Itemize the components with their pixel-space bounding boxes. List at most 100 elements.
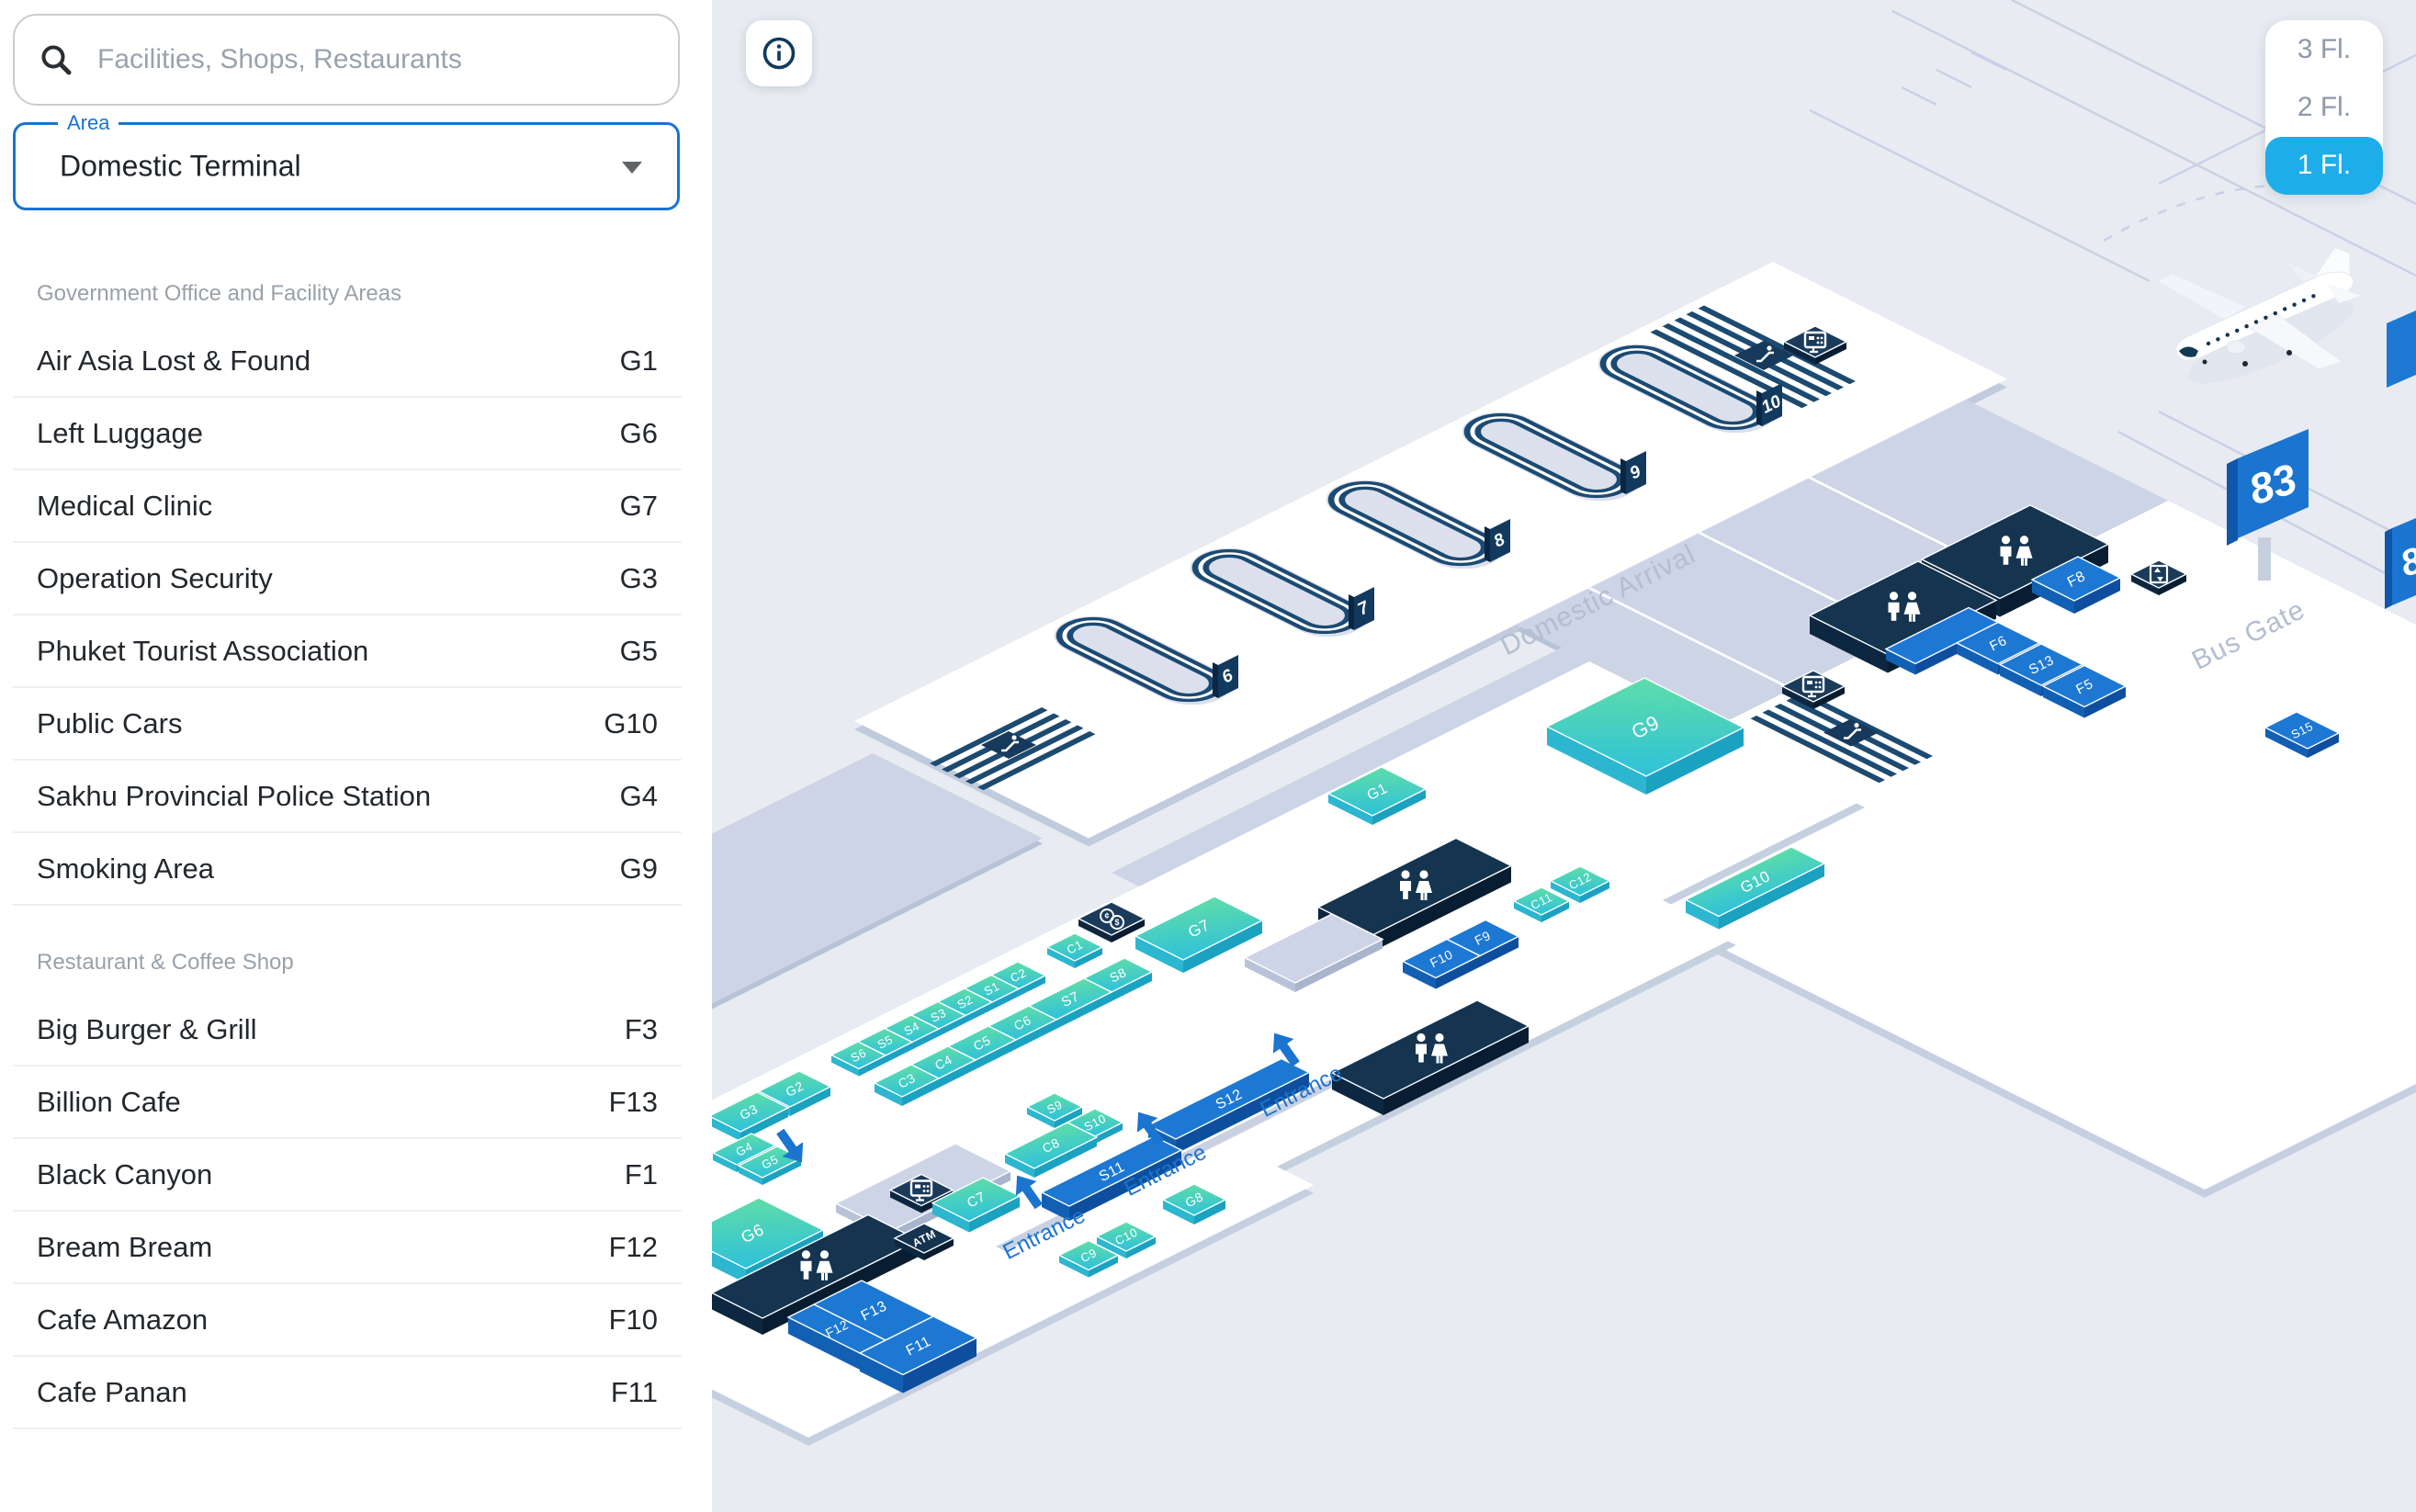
item-name: Air Asia Lost & Found (37, 344, 311, 377)
map-block-C12[interactable] (1543, 865, 1617, 903)
map-block-F8[interactable] (2019, 556, 2133, 614)
map-label-S7: S7 (1059, 988, 1082, 1010)
map-block-C3[interactable] (865, 1064, 948, 1106)
map-block-F5[interactable] (2032, 664, 2137, 718)
list-item-G1[interactable]: Air Asia Lost & Found G1 (13, 325, 682, 398)
map-label-S8: S8 (1107, 965, 1128, 985)
map-label-C6: C6 (1011, 1012, 1033, 1033)
info-icon (762, 37, 796, 70)
item-code: G6 (619, 417, 658, 449)
map-block-C8[interactable] (996, 1122, 1106, 1178)
restroom-icon (1400, 870, 1432, 900)
floor-selector[interactable]: 3 Fl. 2 Fl. 1 Fl. (2265, 20, 2383, 195)
map-block-S9[interactable] (1020, 1092, 1089, 1128)
item-code: G7 (619, 490, 658, 522)
map-block-C10[interactable] (1089, 1221, 1163, 1258)
carousel-flag-8: 8 (1485, 519, 1510, 562)
map-block-G8[interactable] (1154, 1183, 1235, 1224)
item-name: Black Canyon (37, 1158, 213, 1190)
map-block-C11[interactable] (1507, 886, 1576, 922)
map-label-F5: F5 (2073, 676, 2095, 697)
map-block-C7[interactable] (921, 1177, 1031, 1233)
item-code: G1 (619, 344, 658, 377)
baggage-carousel-7[interactable] (1174, 540, 1383, 645)
search-input[interactable] (96, 43, 614, 76)
chevron-down-icon (622, 162, 642, 174)
map-block-F10[interactable] (1392, 938, 1491, 989)
map-label-G3: G3 (738, 1101, 761, 1123)
item-name: Operation Security (37, 562, 273, 594)
item-code: G10 (604, 707, 658, 739)
section-title: Government Office and Facility Areas (37, 281, 402, 306)
map-block-lift (2129, 559, 2188, 595)
map-label-S1: S1 (982, 979, 1002, 999)
info-button[interactable] (746, 20, 812, 86)
floor-button-2Fl[interactable]: 2 Fl. (2297, 91, 2352, 122)
floor-button-1Fl[interactable]: 1 Fl. (2265, 136, 2383, 195)
map-block-C1[interactable] (1040, 932, 1110, 968)
item-code: F3 (624, 1013, 658, 1045)
escalator-icon (1756, 345, 1774, 363)
baggage-carousel-10[interactable] (1582, 336, 1791, 441)
currency-exchange-icon: ¢$ (1100, 908, 1124, 930)
baggage-carousel-9[interactable] (1446, 404, 1655, 509)
map-block-S11[interactable] (1027, 1135, 1196, 1221)
map-block-F11[interactable] (841, 1315, 995, 1394)
map-block-ATM[interactable] (887, 1223, 961, 1260)
section-title: Restaurant & Coffee Shop (37, 950, 294, 975)
restroom-icon (800, 1250, 833, 1281)
baggage-carousel-8[interactable] (1310, 472, 1519, 577)
area-select[interactable]: Area Domestic Terminal (13, 111, 680, 210)
entrance-arrow-icon (776, 1128, 804, 1163)
map-label-G5: G5 (759, 1152, 780, 1172)
item-name: Cafe Amazon (37, 1303, 209, 1336)
entrance-arrow-icon (1136, 1111, 1164, 1146)
carousel-flag-7: 7 (1349, 587, 1374, 630)
atm-icon (1803, 331, 1827, 354)
map-block-S15[interactable] (2256, 711, 2348, 758)
carousel-flag-6: 6 (1213, 655, 1238, 698)
escalator-icon (1001, 735, 1019, 752)
list-item-F12[interactable]: Bream Bream F12 (13, 1212, 682, 1284)
search-box[interactable] (13, 14, 680, 106)
area-select-label: Area (58, 111, 119, 135)
map-block-C9[interactable] (1052, 1239, 1125, 1278)
item-name: Bream Bream (37, 1231, 213, 1263)
entrance-arrow-icon (1272, 1032, 1300, 1067)
atm-icon (909, 1179, 933, 1202)
floor-button-3Fl[interactable]: 3 Fl. (2297, 33, 2352, 64)
map-label-C4: C4 (932, 1052, 954, 1073)
map-block-wc (1330, 999, 1530, 1115)
baggage-carousel-6[interactable] (1038, 608, 1248, 713)
map-label-F6: F6 (1987, 633, 2009, 654)
map-block-G9[interactable] (1529, 677, 1762, 795)
map-label-C9: C9 (1078, 1246, 1099, 1265)
restroom-icon (2000, 536, 2033, 566)
map-block-G5[interactable] (731, 1145, 808, 1185)
map-block-S6[interactable] (824, 1041, 893, 1077)
map-label-C3: C3 (896, 1070, 918, 1091)
restroom-icon (1888, 592, 1921, 622)
map-block-G3[interactable] (712, 1091, 797, 1141)
entrance-arrow-icon (1015, 1175, 1043, 1210)
map-block-G10[interactable] (1673, 846, 1837, 930)
map-block-G7[interactable] (1123, 896, 1275, 973)
map-block-atm (1782, 325, 1848, 365)
item-code: F12 (608, 1231, 658, 1263)
map-block-G1[interactable] (1319, 766, 1435, 825)
